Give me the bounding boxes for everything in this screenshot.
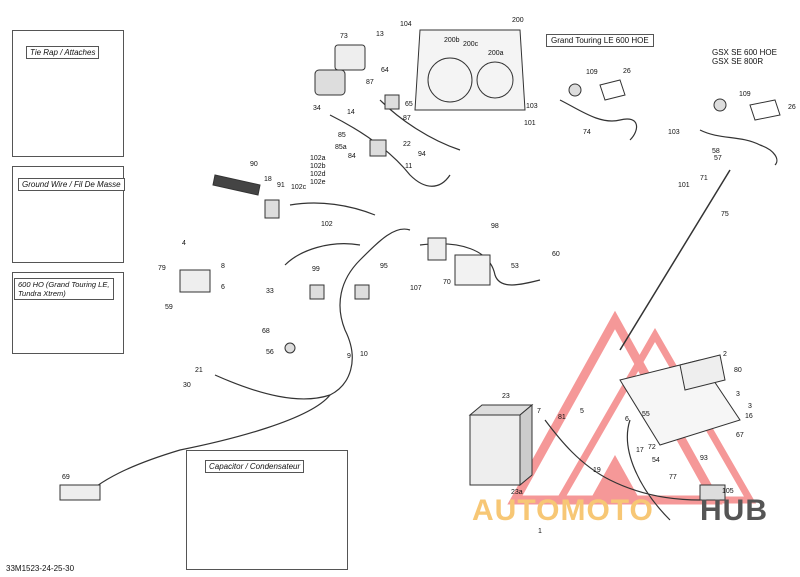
gsx-header-line1: GSX SE 600 HOE (712, 48, 777, 57)
callout-34: 34 (313, 105, 321, 112)
tie-rap-title: Tie Rap / Attaches (26, 46, 100, 59)
callout-5: 5 (580, 408, 584, 415)
callout-6: 6 (625, 416, 629, 423)
callout-33: 33 (266, 288, 274, 295)
callout-102a: 102a (310, 155, 326, 162)
callout-79: 79 (158, 265, 166, 272)
callout-107: 107 (410, 285, 422, 292)
diagram-code: 33M1523-24-25-30 (6, 564, 75, 573)
callout-98: 98 (491, 223, 499, 230)
callout-10: 10 (360, 351, 368, 358)
callout-1: 1 (538, 528, 542, 535)
callout-22: 22 (403, 141, 411, 148)
callout-16: 16 (745, 413, 753, 420)
callout-99: 99 (312, 266, 320, 273)
callout-64: 64 (381, 67, 389, 74)
components (59, 29, 781, 561)
callout-3: 3 (736, 391, 740, 398)
callout-80: 80 (734, 367, 742, 374)
callout-6: 6 (221, 284, 225, 291)
callout-109: 109 (586, 69, 598, 76)
callout-60: 60 (552, 251, 560, 258)
callout-58: 58 (712, 148, 720, 155)
callout-26: 26 (788, 104, 796, 111)
callout-8: 8 (221, 263, 225, 270)
callout-65: 65 (405, 101, 413, 108)
gsx-header-line2: GSX SE 800R (712, 57, 764, 66)
callout-109: 109 (739, 91, 751, 98)
callout-104: 104 (400, 21, 412, 28)
callout-102c: 102c (291, 184, 307, 191)
gsx-header: GSX SE 600 HOE GSX SE 800R (712, 48, 777, 66)
callout-2: 2 (723, 351, 727, 358)
callout-labels: 3420222683667313104200200b200c200a648765… (55, 17, 796, 535)
grand-touring-header: Grand Touring LE 600 HOE (546, 34, 654, 47)
callout-102b: 102b (310, 163, 326, 170)
callout-103: 103 (526, 103, 538, 110)
callout-7: 7 (537, 408, 541, 415)
callout-103: 103 (668, 129, 680, 136)
callout-68: 68 (262, 328, 270, 335)
callout-57: 57 (714, 155, 722, 162)
callout-30: 30 (183, 382, 191, 389)
callout-101: 101 (678, 182, 690, 189)
callout-200b: 200b (444, 37, 460, 44)
callout-4: 4 (182, 240, 186, 247)
callout-67: 67 (736, 432, 744, 439)
callout-102: 102 (321, 221, 333, 228)
callout-71: 71 (700, 175, 708, 182)
callout-102d: 102d (310, 171, 326, 178)
callout-87: 87 (366, 79, 374, 86)
callout-105: 105 (722, 488, 734, 495)
callout-14: 14 (347, 109, 355, 116)
callout-3: 3 (748, 403, 752, 410)
callout-72: 72 (648, 444, 656, 451)
callout-101: 101 (524, 120, 536, 127)
callout-53: 53 (511, 263, 519, 270)
callout-21: 21 (195, 367, 203, 374)
callout-85: 85 (338, 132, 346, 139)
callout-69: 69 (62, 474, 70, 481)
callout-94: 94 (418, 151, 426, 158)
callout-9: 9 (347, 353, 351, 360)
callout-55: 55 (642, 411, 650, 418)
callout-91: 91 (277, 182, 285, 189)
watermark-right-text: HUB (700, 494, 768, 527)
callout-200a: 200a (488, 50, 504, 57)
capacitor-title: Capacitor / Condensateur (205, 460, 305, 473)
callout-59: 59 (165, 304, 173, 311)
callout-90: 90 (250, 161, 258, 168)
callout-74: 74 (583, 129, 591, 136)
callout-11: 11 (405, 163, 412, 170)
callout-93: 93 (700, 455, 708, 462)
callout-13: 13 (376, 31, 384, 38)
callout-200: 200 (512, 17, 524, 24)
callout-75: 75 (721, 211, 729, 218)
callout-87: 87 (403, 115, 411, 122)
callout-26: 26 (623, 68, 631, 75)
callout-200c: 200c (463, 41, 479, 48)
callout-54: 54 (652, 457, 660, 464)
callout-56: 56 (266, 349, 274, 356)
callout-81: 81 (558, 414, 566, 421)
callout-84: 84 (348, 153, 356, 160)
callout-23: 23 (502, 393, 510, 400)
callout-18: 18 (264, 176, 272, 183)
callout-73: 73 (340, 33, 348, 40)
wiring-harness (79, 99, 778, 521)
callout-95: 95 (380, 263, 388, 270)
callout-77: 77 (669, 474, 677, 481)
callout-23a: 23a (511, 489, 523, 496)
callout-17: 17 (636, 447, 644, 454)
callout-102e: 102e (310, 179, 326, 186)
callout-70: 70 (443, 279, 451, 286)
ground-wire-title: Ground Wire / Fil De Masse (18, 178, 125, 191)
callout-19: 19 (593, 467, 601, 474)
watermark-left-text: AUTOMOTO (472, 494, 654, 527)
ho600-title: 600 HO (Grand Touring LE, Tundra Xtrem) (14, 278, 114, 300)
callout-85a: 85a (335, 144, 347, 151)
